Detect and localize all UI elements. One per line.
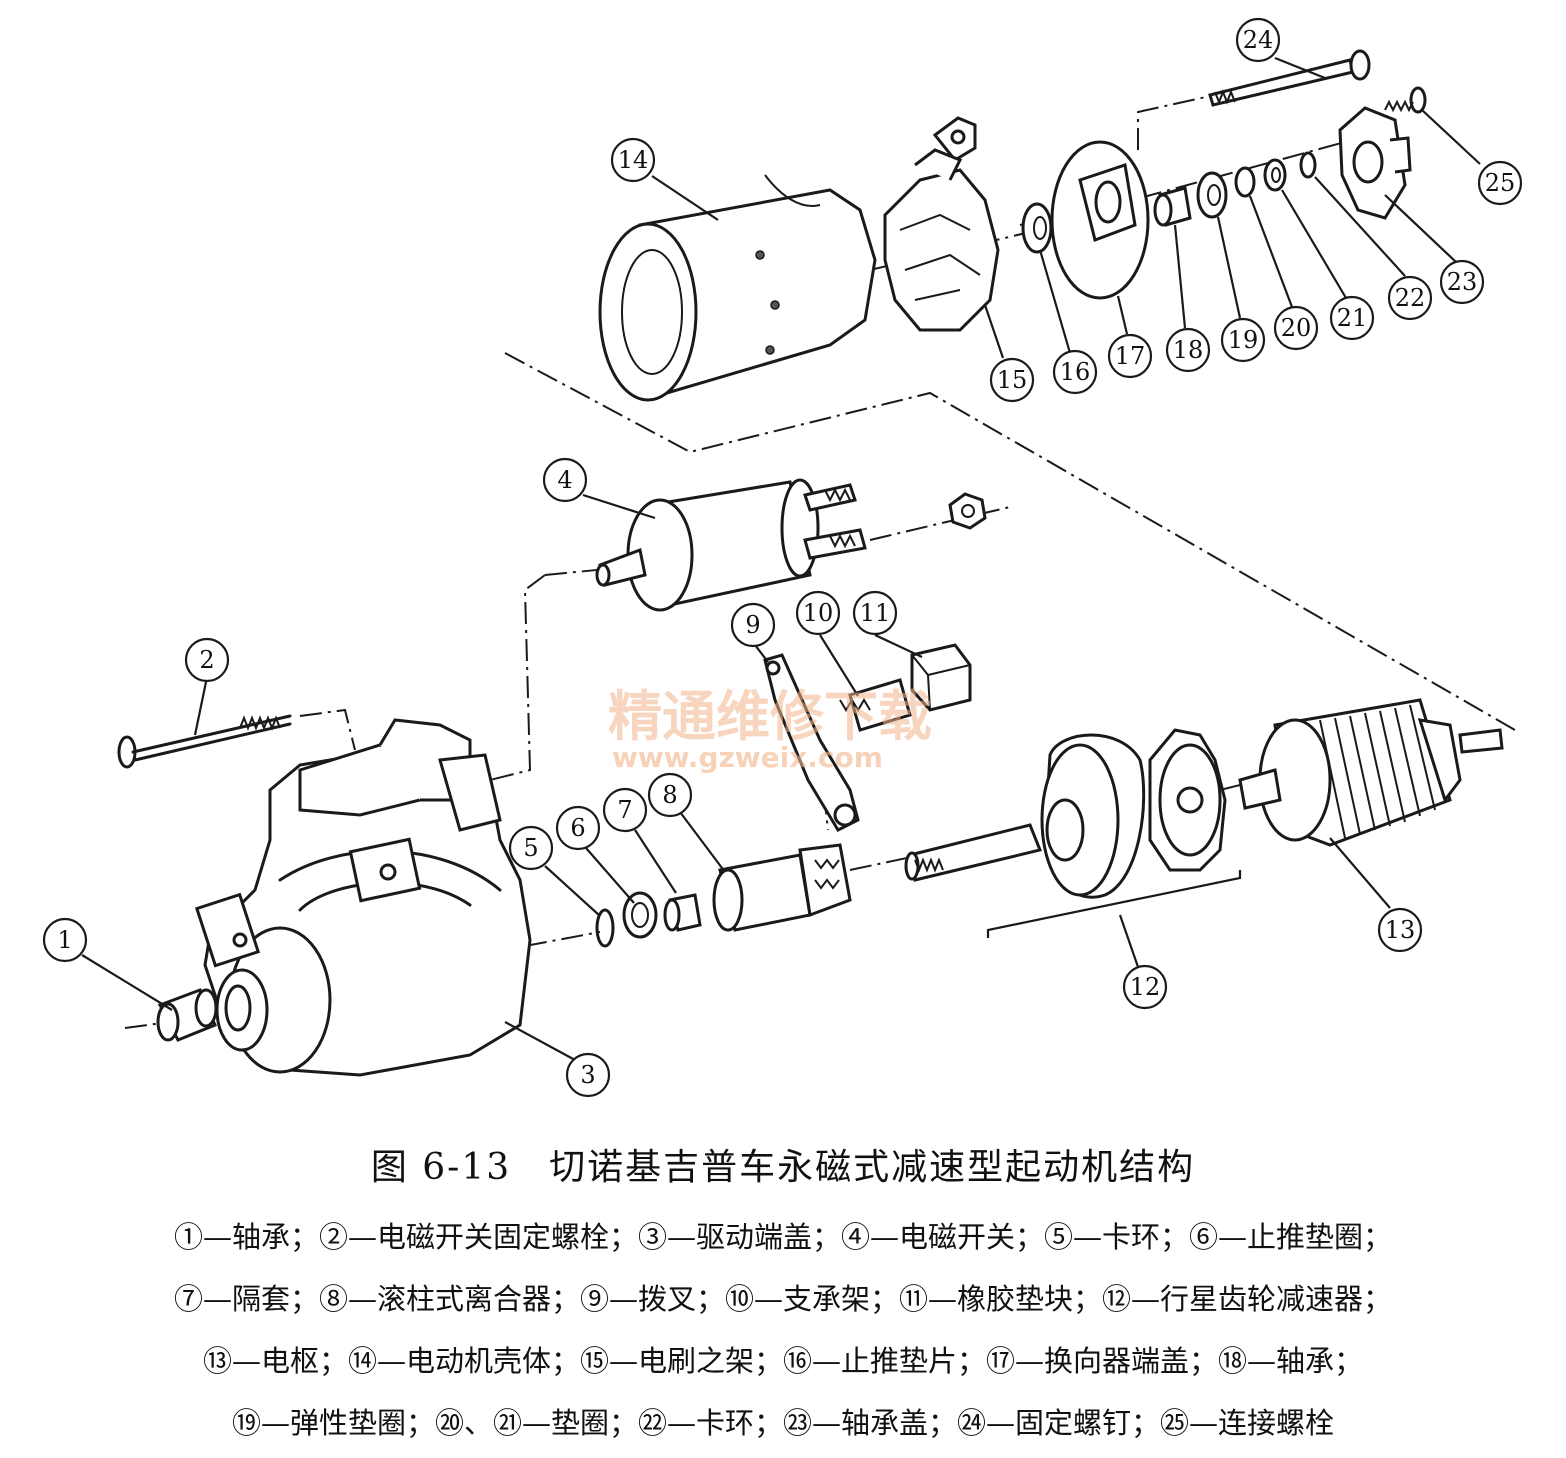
- svg-text:4: 4: [557, 466, 572, 494]
- svg-text:精通维修下载: 精通维修下载: [608, 685, 932, 748]
- part-10-support-bracket: [839, 678, 912, 732]
- callout-17: 17: [1107, 333, 1153, 379]
- svg-text:2: 2: [199, 646, 214, 674]
- exploded-starter-diagram: 1 2 3 4 5 6 7 8 9 10 11 12 13 14 15 16 1…: [42, 17, 1523, 1098]
- svg-text:25: 25: [1485, 169, 1516, 197]
- legend-line: ⑦—隔套；⑧—滚柱式离合器；⑨—拨叉；⑩—支承架；⑪—橡胶垫块；⑫—行星齿轮减速…: [173, 1282, 1392, 1316]
- callout-24: 24: [1235, 17, 1281, 63]
- svg-text:22: 22: [1395, 284, 1426, 312]
- parts-legend: ①—轴承；②—电磁开关固定螺栓；③—驱动端盖；④—电磁开关；⑤—卡环；⑥—止推垫…: [0, 1206, 1566, 1454]
- part-12-bracket: [986, 870, 1242, 938]
- callout-13: 13: [1377, 907, 1423, 953]
- svg-text:20: 20: [1281, 314, 1312, 342]
- callout-10: 10: [795, 590, 841, 636]
- part-9-shift-fork: [763, 653, 860, 832]
- part-13-armature: [1238, 698, 1504, 847]
- svg-text:16: 16: [1060, 358, 1091, 386]
- svg-text:15: 15: [997, 366, 1028, 394]
- legend-line: ①—轴承；②—电磁开关固定螺栓；③—驱动端盖；④—电磁开关；⑤—卡环；⑥—止推垫…: [173, 1220, 1392, 1254]
- part-19-spring-washer: [1196, 171, 1228, 219]
- part-2-solenoid-bolt: [117, 714, 292, 769]
- svg-text:5: 5: [523, 834, 538, 862]
- part-3-drive-end-housing: [194, 718, 532, 1077]
- callout-9: 9: [730, 602, 776, 648]
- solenoid-nut: [948, 492, 987, 530]
- callout-12: 12: [1122, 964, 1168, 1010]
- callout-18: 18: [1165, 327, 1211, 373]
- part-18-bearing: [1153, 186, 1192, 227]
- part-6-thrust-washer: [622, 891, 658, 939]
- callout-11: 11: [852, 590, 898, 636]
- svg-text:24: 24: [1243, 26, 1274, 54]
- svg-text:19: 19: [1228, 326, 1259, 354]
- callout-22: 22: [1387, 275, 1433, 321]
- part-23-bearing-cap: [1338, 106, 1412, 220]
- part-8-roller-clutch: [712, 843, 852, 932]
- callout-8: 8: [647, 772, 693, 818]
- callout-25: 25: [1477, 160, 1523, 206]
- part-16-thrust-washer: [1021, 202, 1053, 254]
- callout-5: 5: [508, 825, 554, 871]
- part-20-washer: [1234, 166, 1256, 198]
- part-17-commutator-end-cover: [1050, 140, 1150, 300]
- svg-text:13: 13: [1385, 916, 1416, 944]
- svg-text:9: 9: [745, 611, 760, 639]
- part-12-planetary-reducer: [904, 728, 1227, 899]
- svg-text:14: 14: [618, 146, 649, 174]
- part-1-bearing: [156, 988, 218, 1042]
- figure-caption: 图 6-13 切诺基吉普车永磁式减速型起动机结构: [370, 1147, 1196, 1188]
- svg-text:12: 12: [1130, 973, 1161, 1001]
- part-25-connecting-bolt: [1384, 86, 1427, 114]
- svg-text:8: 8: [662, 781, 677, 809]
- part-21-washer: [1263, 158, 1287, 192]
- callout-3: 3: [565, 1052, 611, 1098]
- svg-text:21: 21: [1337, 304, 1368, 332]
- callout-19: 19: [1220, 317, 1266, 363]
- part-14-motor-housing: [598, 174, 877, 402]
- callout-2: 2: [184, 637, 230, 683]
- legend-line: ⑲—弹性垫圈；⑳、㉑—垫圈；㉒—卡环；㉓—轴承盖；㉔—固定螺钉；㉕—连接螺栓: [231, 1406, 1334, 1440]
- callout-leaders: [81, 56, 1481, 1061]
- watermark: 精通维修下载 www.gzweix.com: [608, 685, 932, 774]
- svg-text:10: 10: [803, 599, 834, 627]
- part-4-solenoid-switch: [595, 478, 867, 612]
- svg-text:17: 17: [1115, 342, 1146, 370]
- callout-4: 4: [542, 457, 588, 503]
- callout-23: 23: [1439, 259, 1485, 305]
- svg-text:23: 23: [1447, 268, 1478, 296]
- part-24-fixing-screw: [1208, 49, 1371, 107]
- callout-21: 21: [1329, 295, 1375, 341]
- part-7-spacer: [663, 893, 702, 932]
- callout-15: 15: [989, 357, 1035, 403]
- callout-7: 7: [602, 787, 648, 833]
- svg-text:6: 6: [570, 814, 585, 842]
- callout-14: 14: [610, 137, 656, 183]
- part-22-snap-ring: [1299, 151, 1317, 179]
- part-11-rubber-pad: [910, 643, 972, 712]
- legend-line: ⑬—电枢；⑭—电动机壳体；⑮—电刷之架；⑯—止推垫片；⑰—换向器端盖；⑱—轴承；: [202, 1344, 1363, 1378]
- part-15-brush-holder: [883, 116, 1000, 332]
- part-5-snap-ring: [595, 908, 615, 948]
- callout-6: 6: [555, 805, 601, 851]
- svg-text:3: 3: [580, 1061, 595, 1089]
- svg-text:1: 1: [57, 926, 72, 954]
- svg-text:www.gzweix.com: www.gzweix.com: [612, 741, 883, 774]
- callout-1: 1: [42, 917, 88, 963]
- svg-text:7: 7: [617, 796, 632, 824]
- svg-text:18: 18: [1173, 336, 1204, 364]
- callout-20: 20: [1273, 305, 1319, 351]
- callout-16: 16: [1052, 349, 1098, 395]
- svg-text:11: 11: [860, 599, 891, 627]
